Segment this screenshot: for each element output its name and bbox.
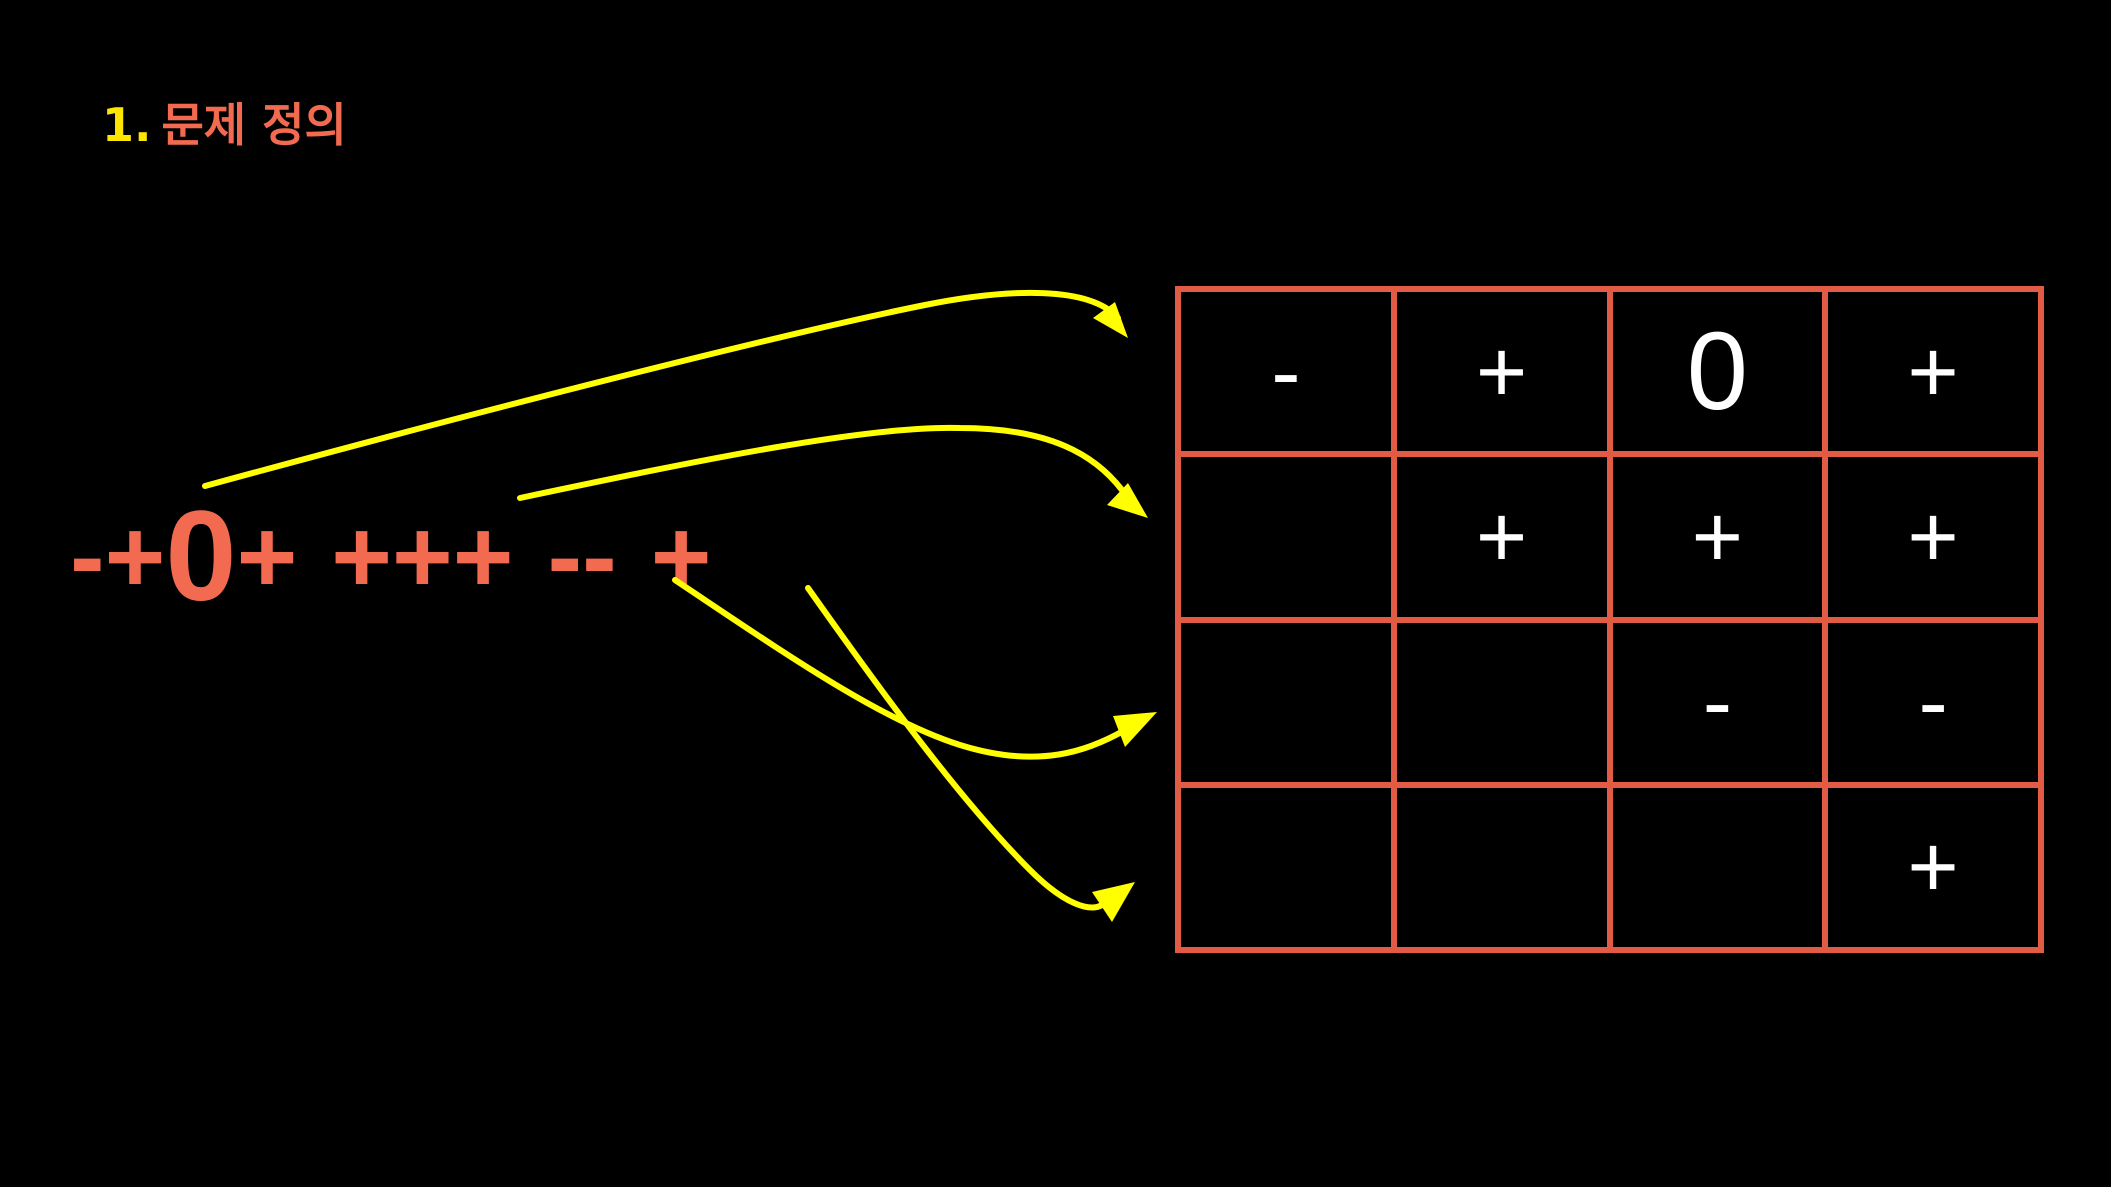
- grid-cell: +: [1825, 454, 2041, 620]
- sequence-group-1: - + 0 +: [70, 492, 297, 622]
- title-number: 1.: [102, 98, 152, 152]
- sequence-char: -: [70, 499, 105, 615]
- arrowhead-row3: [1113, 712, 1157, 747]
- slide-title: 1.문제 정의: [102, 95, 347, 155]
- grid-cell: +: [1825, 289, 2041, 455]
- arrowhead-row1: [1093, 302, 1128, 338]
- grid-cell: [1178, 619, 1394, 785]
- grid-cell: [1393, 784, 1610, 950]
- grid-cell: [1178, 454, 1394, 620]
- grid-cell: +: [1393, 289, 1610, 455]
- grid-cell: +: [1825, 784, 2041, 950]
- sequence-char: -: [582, 499, 617, 615]
- title-text: 문제 정의: [161, 98, 347, 152]
- sequence-char: +: [104, 499, 166, 615]
- grid-cell: -: [1178, 289, 1394, 455]
- grid-cell: [1178, 784, 1394, 950]
- sequence-char: -: [547, 499, 583, 615]
- arrow-group1-to-row1: [202, 289, 1121, 489]
- grid-cell: 0: [1609, 289, 1826, 455]
- sequence-char: 0: [165, 485, 237, 628]
- arrow-group4-to-row4: [805, 585, 1105, 911]
- sequence-char: +: [452, 499, 514, 615]
- arrowhead-row4: [1092, 882, 1135, 922]
- grid-cell: -: [1825, 619, 2041, 785]
- grid-cell: [1609, 784, 1826, 950]
- sequence-group-3: - -: [548, 492, 617, 622]
- arrowhead-row2: [1107, 483, 1148, 518]
- grid-cell: +: [1609, 454, 1826, 620]
- grid-cell: +: [1393, 454, 1610, 620]
- sequence-char: +: [331, 499, 393, 615]
- arrow-group3-to-row3: [672, 577, 1128, 760]
- input-sequence: - + 0 + + + + - - +: [70, 492, 712, 622]
- grid-cell: -: [1609, 619, 1826, 785]
- sequence-char: +: [392, 499, 453, 615]
- grid-cell: [1393, 619, 1610, 785]
- sequence-char: +: [236, 499, 298, 615]
- arrow-group2-to-row2: [517, 424, 1125, 501]
- sequence-group-2: + + +: [331, 492, 513, 622]
- result-grid: - + 0 + + + + - - +: [1175, 286, 2044, 953]
